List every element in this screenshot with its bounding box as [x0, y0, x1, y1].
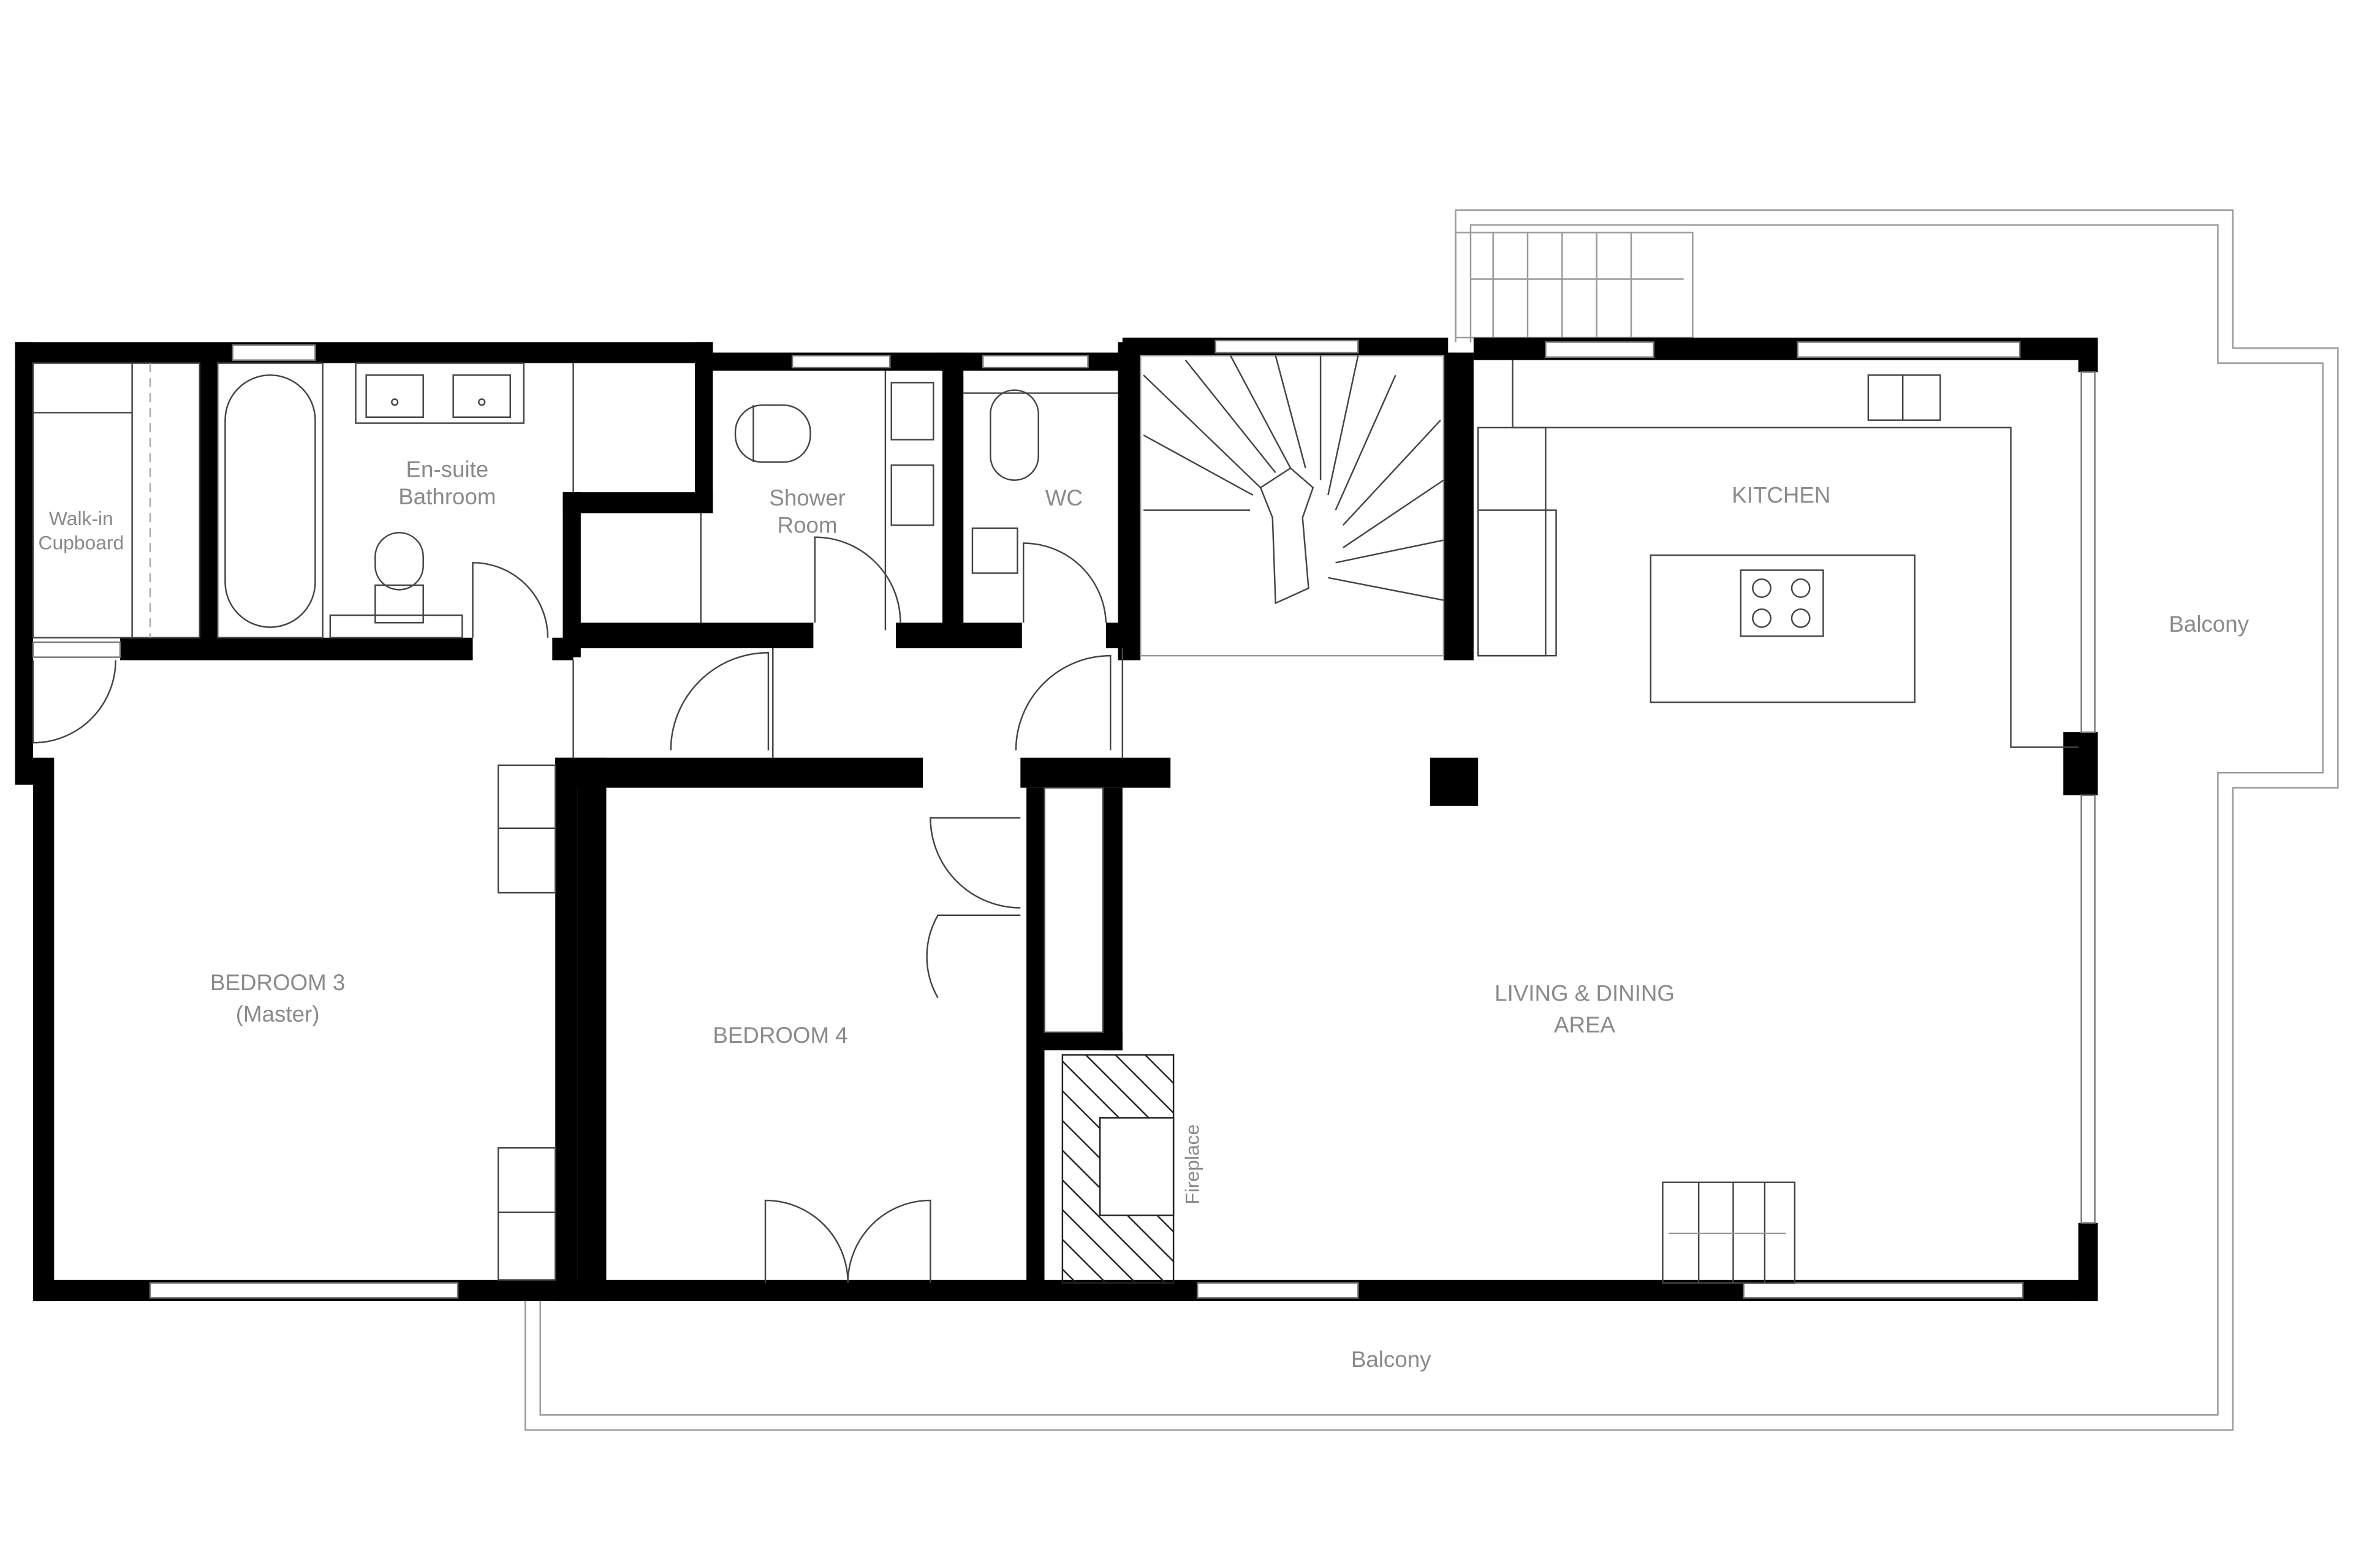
living-steps	[1662, 1181, 1796, 1284]
kitchen-label: KITCHEN	[1732, 482, 1830, 507]
toilet-icon	[329, 532, 463, 638]
bathtub-icon	[216, 362, 324, 638]
spiral-staircase	[1140, 355, 1445, 657]
doors	[32, 536, 1124, 1283]
hob-icon	[1740, 569, 1824, 637]
wardrobes	[497, 764, 1104, 1281]
balcony-bottom-label: Balcony	[1351, 1347, 1431, 1372]
wc-fixtures	[963, 389, 1118, 574]
bedroom4-label: BEDROOM 4	[713, 1023, 847, 1048]
wc-label: WC	[1045, 485, 1083, 510]
windows	[32, 339, 2096, 1299]
balcony-steps	[1455, 232, 1694, 339]
walk-in-cupboard-fixtures	[32, 362, 201, 638]
balcony-right-label: Balcony	[2169, 612, 2249, 637]
double-sink-icon	[355, 362, 525, 424]
shower-room-fixtures	[700, 370, 934, 631]
fireplace-label: Fireplace	[1181, 1124, 1203, 1205]
structural-column	[1430, 757, 1479, 806]
kitchen-fixtures	[1477, 360, 2078, 748]
balcony-outline	[524, 209, 2339, 1431]
fireplace-icon	[1061, 1054, 1175, 1284]
bedroom3-label: BEDROOM 3(Master)	[210, 970, 345, 1026]
